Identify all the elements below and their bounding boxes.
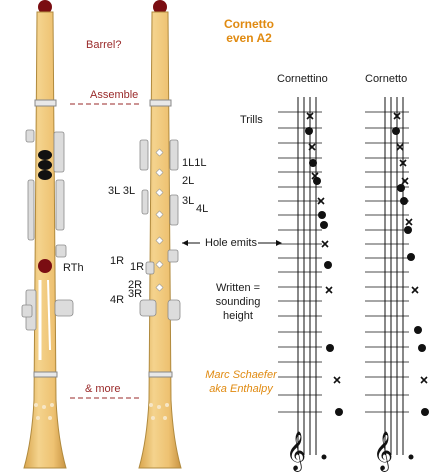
- cornettino-note-4: [320, 221, 328, 229]
- cornettino-trill-cross-icon: [306, 112, 314, 120]
- right-arrow-icon: [258, 240, 282, 246]
- instrument-left: [21, 0, 74, 469]
- cornetto-note-5: [414, 326, 422, 334]
- trills-label: Trills: [240, 114, 263, 126]
- written-line1: Written =: [215, 282, 261, 294]
- finger-holes-left: [38, 150, 52, 180]
- cornettino-trill-cross-icon: [308, 143, 316, 151]
- cornetto-trill-cross-icon: [405, 218, 413, 226]
- instrument-right: [138, 0, 182, 469]
- author-line2: aka Enthalpy: [209, 383, 273, 395]
- hole-emits-label: Hole emits: [205, 237, 257, 249]
- note-charts: 𝄞𝄞: [278, 97, 429, 472]
- bell-holes-right: [149, 403, 169, 420]
- cornetto-note-3: [404, 226, 412, 234]
- cornettino-note-1: [309, 159, 317, 167]
- hole-3r-label: 3R: [128, 288, 143, 300]
- hole-1r-label-a: 1R: [110, 255, 125, 267]
- assemble-label: Assemble: [90, 89, 139, 101]
- joint-ring-right: [149, 99, 172, 107]
- keywork-right: [139, 139, 181, 321]
- chart-title: Cornetto even A2: [214, 18, 284, 44]
- cornetto-trill-cross-icon: [399, 159, 407, 167]
- cornetto-trill-cross-icon: [393, 112, 401, 120]
- title-line2: even A2: [226, 31, 272, 45]
- chart-name-cornettino: Cornettino: [277, 73, 328, 85]
- hole-2r-label: 2R: [128, 279, 143, 291]
- cornetto-note-1: [397, 184, 405, 192]
- cornetto-note-4: [407, 253, 415, 261]
- cornettino-trill-cross-icon: [333, 376, 341, 384]
- written-line3: height: [223, 310, 253, 322]
- chart-name-cornetto: Cornetto: [365, 73, 408, 85]
- written-line2: sounding: [215, 296, 261, 308]
- barrel-label: Barrel?: [86, 39, 122, 51]
- joint-ring-left: [34, 99, 57, 107]
- cornetto-note-6: [418, 344, 426, 352]
- hole-2l-label: 2L: [182, 175, 195, 187]
- cornettino-trill-cross-icon: [321, 240, 329, 248]
- cornetto-trill-cross-icon: [401, 177, 409, 185]
- cornettino-trill-cross-icon: [317, 197, 325, 205]
- keywork-left: [21, 129, 74, 360]
- left-arrow-icon: [182, 240, 200, 246]
- small-holes-right: [155, 148, 164, 292]
- author-credit: Marc Schaefer aka Enthalpy: [196, 368, 286, 396]
- hole-4l-label: 4L: [196, 203, 209, 215]
- hole-3l-pair-label: 3L 3L: [108, 185, 136, 197]
- cornettino-note-0: [305, 127, 313, 135]
- more-label: & more: [85, 383, 121, 395]
- mouthpiece-right: [153, 0, 167, 14]
- cornetto-note-0: [392, 127, 400, 135]
- hole-1l-label: 1L1L: [182, 157, 207, 169]
- bell-holes-left: [34, 403, 54, 420]
- cornettino-note-5: [324, 261, 332, 269]
- hole-4r-label: 4R: [110, 294, 125, 306]
- hole-3l-label: 3L: [182, 195, 195, 207]
- body-left: [23, 11, 67, 469]
- cornettino-note-6: [326, 344, 334, 352]
- cornetto-treble-clef-icon: 𝄞: [373, 431, 393, 472]
- author-line1: Marc Schaefer: [205, 369, 277, 381]
- cornetto-clef-dot: [408, 454, 414, 460]
- cornetto-note-2: [400, 197, 408, 205]
- cornettino-note-7: [335, 408, 343, 416]
- rth-label: RTh: [63, 262, 84, 274]
- cornetto-trill-cross-icon: [411, 286, 419, 294]
- cornetto-trill-cross-icon: [420, 376, 428, 384]
- cornetto-trill-cross-icon: [396, 143, 404, 151]
- bell-ring-left: [33, 371, 58, 378]
- title-line1: Cornetto: [224, 17, 274, 31]
- cornettino-treble-clef-icon: 𝄞: [286, 431, 306, 472]
- cornettino-clef-dot: [321, 454, 327, 460]
- written-note: Written = sounding height: [206, 281, 270, 323]
- cornettino-note-3: [318, 211, 326, 219]
- hole-1r-label-b: 1R: [130, 261, 145, 273]
- bell-ring-right: [148, 371, 173, 378]
- cornetto-note-7: [421, 408, 429, 416]
- cornettino-trill-cross-icon: [325, 286, 333, 294]
- mouthpiece-left: [38, 0, 52, 14]
- thumb-hole-rth: [38, 259, 52, 273]
- cornettino-note-2: [313, 177, 321, 185]
